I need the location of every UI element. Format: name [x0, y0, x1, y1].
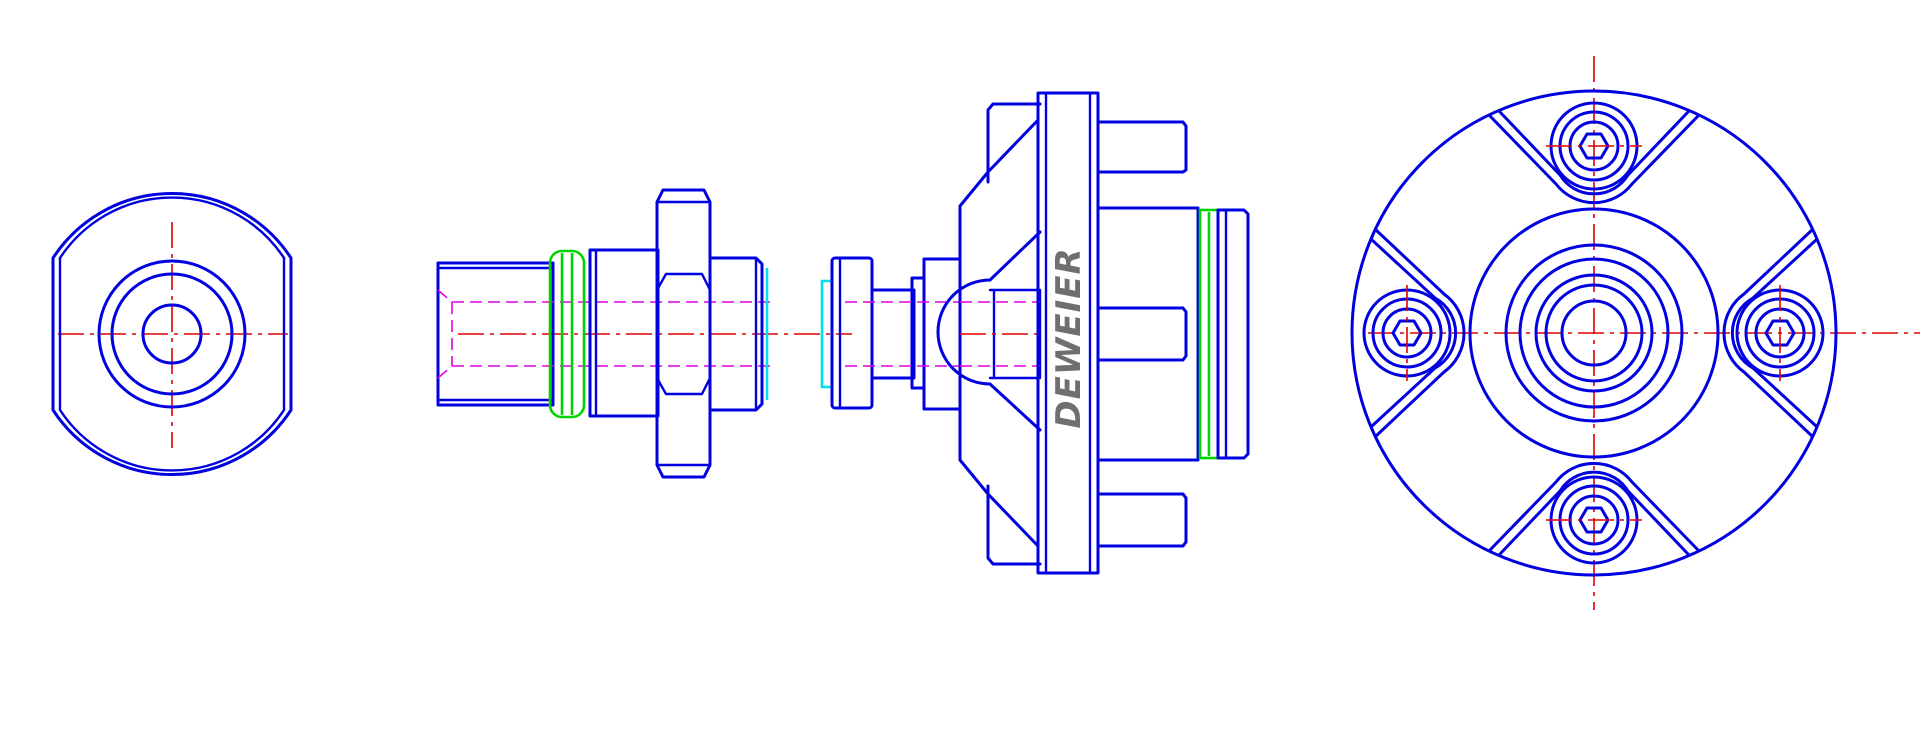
notch-left: [1370, 228, 1466, 438]
body-circle: [1468, 207, 1720, 459]
end-view-outline-inner: [58, 196, 286, 472]
bore-ring-1: [1504, 243, 1684, 423]
center-hole-circle: [141, 303, 203, 365]
hex-socket-icon: [1764, 319, 1796, 347]
rear-pin-bottom: [1096, 492, 1188, 548]
pin-shank: [436, 261, 555, 407]
end-view-outline: [51, 192, 293, 476]
bore-ring-5: [1560, 299, 1628, 367]
pin-nose: [708, 256, 764, 412]
hidden-bore: [845, 301, 960, 367]
clamping-pin-step: [922, 257, 962, 411]
inner-bore-circle: [110, 272, 234, 396]
housing-cone: [958, 118, 1040, 548]
right-end-view: [1350, 56, 1920, 610]
clamping-pin-head: [830, 256, 874, 410]
outer-bore-circle: [97, 259, 247, 409]
notch-top: [1488, 110, 1700, 205]
housing-lug-bottom: [986, 484, 1042, 566]
bolt-bottom: [1546, 475, 1642, 565]
clamping-pin-neck: [870, 288, 916, 380]
bolt-left: [1362, 285, 1452, 381]
bolt-top: [1546, 101, 1642, 191]
rear-pin-top: [1096, 120, 1188, 174]
hex-nut-chamfer: [655, 200, 712, 467]
pin-body: [588, 248, 660, 418]
outer-flange-circle: [1350, 89, 1838, 577]
hex-socket-icon: [1391, 319, 1423, 347]
bore-ring-2: [1518, 257, 1670, 409]
bolt-right: [1735, 285, 1825, 381]
rear-body: [1096, 206, 1200, 462]
pocket-wedge: [936, 230, 1042, 432]
notch-bottom: [1488, 461, 1700, 556]
housing-lug-top: [986, 102, 1042, 184]
rear-pin-middle: [1096, 306, 1188, 362]
rear-flange: [1216, 208, 1250, 460]
notch-right: [1722, 228, 1818, 438]
bore-ring-4: [1544, 283, 1644, 383]
o-ring: [548, 249, 586, 419]
brand-label: DEWEIER: [1049, 247, 1089, 428]
clamping-module-side-view: DEWEIER: [820, 91, 1250, 575]
left-end-view: [51, 192, 293, 476]
bore-ring-3: [1534, 273, 1654, 393]
pin-side-view: [436, 188, 852, 479]
seal-face: [820, 279, 833, 389]
